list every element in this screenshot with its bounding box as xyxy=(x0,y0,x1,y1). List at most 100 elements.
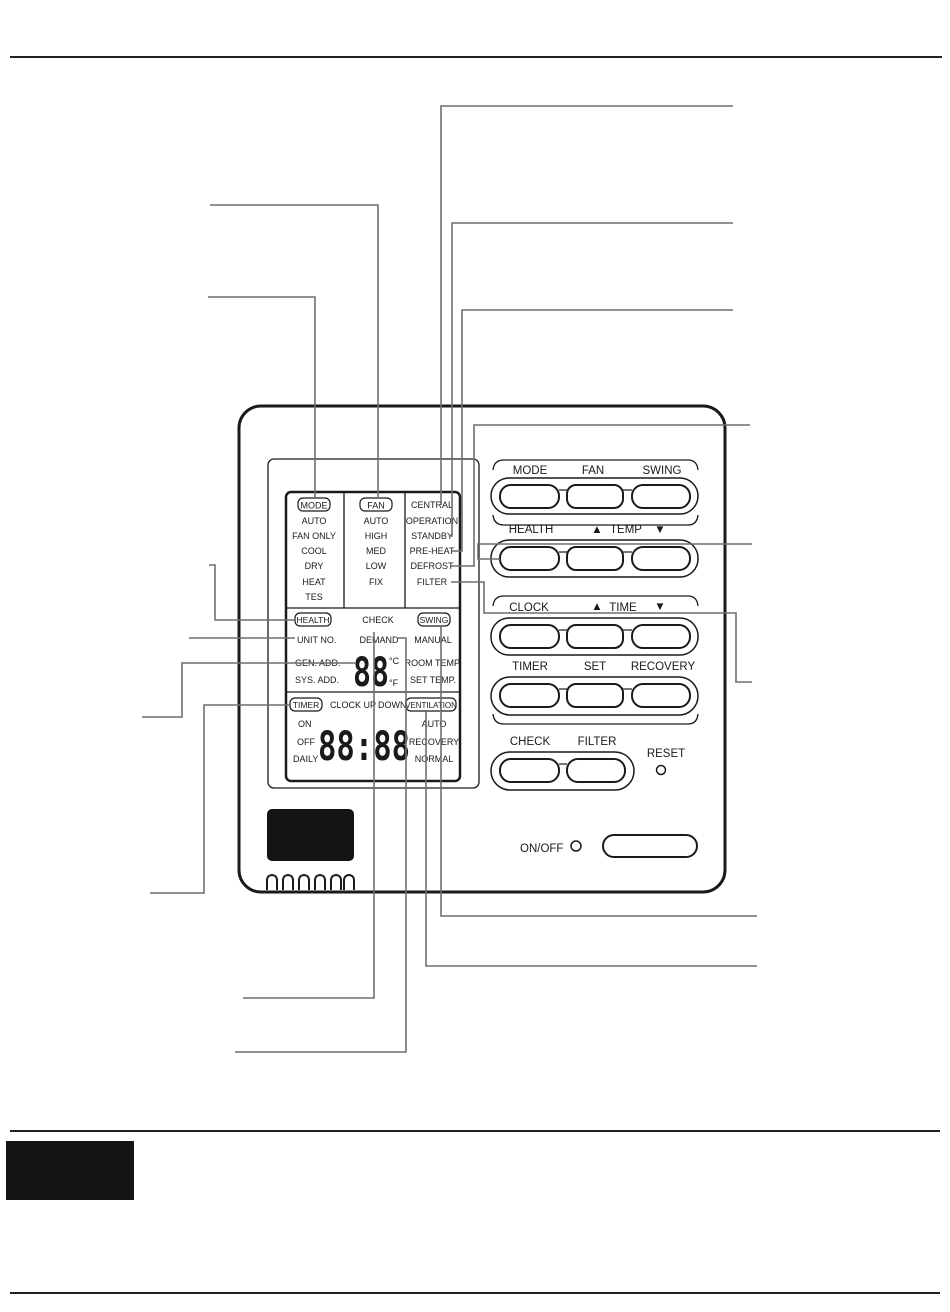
callout-preheat xyxy=(452,309,733,552)
mode-header-box xyxy=(297,497,331,512)
swing-label: SWING xyxy=(420,615,449,625)
celsius-unit: °C xyxy=(389,656,400,666)
mode-cool: COOL xyxy=(301,546,327,556)
time-up-icon: ▲ xyxy=(591,601,602,613)
temp-button-label: TEMP xyxy=(610,524,642,536)
bottom-rule xyxy=(10,1292,940,1294)
callout-lines xyxy=(142,105,757,1053)
callout-ventilation xyxy=(425,711,757,967)
set-button[interactable] xyxy=(566,683,624,708)
health-label: HEALTH xyxy=(297,615,330,625)
fan-header: FAN xyxy=(367,501,385,511)
callout-genadd xyxy=(142,662,355,718)
status-operation: OPERATION xyxy=(406,516,458,526)
fan-header-box xyxy=(359,497,393,512)
top-rule xyxy=(10,56,942,58)
callout-mode xyxy=(208,296,316,497)
onoff-indicator xyxy=(570,840,582,852)
mode-heat: HEAT xyxy=(302,577,326,587)
callout-central xyxy=(440,105,733,505)
health-button[interactable] xyxy=(499,546,560,571)
demand-label: DEMAND xyxy=(359,635,399,645)
filter-button-label: FILTER xyxy=(578,736,617,748)
time-down-button[interactable] xyxy=(631,624,691,649)
callout-fan xyxy=(210,204,379,497)
status-central: CENTRAL xyxy=(411,500,453,510)
callout-timer xyxy=(150,704,290,894)
swing-button[interactable] xyxy=(631,484,691,509)
swing-button-label: SWING xyxy=(643,465,682,477)
room-temp-label: ROOM TEMP. xyxy=(405,658,462,668)
status-filter: FILTER xyxy=(417,577,448,587)
arc-row3-top xyxy=(492,595,699,607)
arc-row1-top xyxy=(492,459,699,471)
vent-auto: AUTO xyxy=(422,719,447,729)
temp-up-icon: ▲ xyxy=(591,524,602,536)
reset-label: RESET xyxy=(647,748,685,760)
fahrenheit-unit: °F xyxy=(389,678,399,688)
manual-label: MANUAL xyxy=(414,635,452,645)
fan-fix: FIX xyxy=(369,577,383,587)
callout-filter xyxy=(451,581,752,683)
set-button-label: SET xyxy=(584,661,606,673)
down-label: DOWN xyxy=(378,700,407,710)
set-temp-label: SET TEMP. xyxy=(410,675,456,685)
callout-clockup xyxy=(243,632,375,999)
recovery-button[interactable] xyxy=(631,683,691,708)
mode-tes: TES xyxy=(305,592,323,602)
temp-digits: 88 xyxy=(353,650,389,696)
callout-standby xyxy=(449,222,733,537)
fan-med: MED xyxy=(366,546,387,556)
fan-low: LOW xyxy=(366,561,387,571)
sys-add-label: SYS. ADD. xyxy=(295,675,339,685)
callout-swing xyxy=(440,626,757,917)
check-button[interactable] xyxy=(499,758,560,783)
ventilation-label: VENTILATION xyxy=(405,701,457,710)
note-label-block xyxy=(6,1141,134,1200)
recovery-button-label: RECOVERY xyxy=(631,661,696,673)
callout-defrost xyxy=(451,424,750,567)
onoff-label: ON/OFF xyxy=(520,843,563,855)
status-pre-heat: PRE-HEAT xyxy=(410,546,455,556)
filter-button[interactable] xyxy=(566,758,626,783)
swing-box xyxy=(417,612,451,627)
mode-dry: DRY xyxy=(305,561,324,571)
mode-button[interactable] xyxy=(499,484,560,509)
time-button-label: TIME xyxy=(609,602,637,614)
mode-auto: AUTO xyxy=(302,516,327,526)
status-defrost: DEFROST xyxy=(410,561,454,571)
fan-button[interactable] xyxy=(566,484,624,509)
clock-button-label: CLOCK xyxy=(509,602,549,614)
temp-up-button[interactable] xyxy=(566,546,624,571)
timer-label: TIMER xyxy=(293,700,319,710)
callout-health xyxy=(209,564,295,621)
timer-off: OFF xyxy=(297,737,315,747)
ir-window xyxy=(267,809,354,861)
check-label: CHECK xyxy=(362,615,394,625)
timer-daily: DAILY xyxy=(293,754,318,764)
callout-down xyxy=(235,637,407,1053)
mode-fan-only: FAN ONLY xyxy=(292,531,336,541)
health-button-label: HEALTH xyxy=(509,524,554,536)
temp-down-button[interactable] xyxy=(631,546,691,571)
timer-button[interactable] xyxy=(499,683,560,708)
mode-header: MODE xyxy=(301,501,328,511)
clock-digits: 88:88 xyxy=(318,724,410,770)
arc-row1-bottom xyxy=(492,514,699,526)
clock-up-label: CLOCK UP xyxy=(330,700,376,710)
unit-no-label: UNIT NO. xyxy=(297,635,336,645)
fan-high: HIGH xyxy=(365,531,388,541)
timer-on: ON xyxy=(298,719,312,729)
check-button-label: CHECK xyxy=(510,736,551,748)
status-standby: STANDBY xyxy=(411,531,453,541)
time-up-button[interactable] xyxy=(566,624,624,649)
lcd-display xyxy=(284,490,462,783)
clock-button[interactable] xyxy=(499,624,560,649)
mode-button-label: MODE xyxy=(513,465,548,477)
onoff-button[interactable] xyxy=(602,834,698,858)
timer-button-label: TIMER xyxy=(512,661,548,673)
temp-down-icon: ▼ xyxy=(654,524,665,536)
note-rule xyxy=(10,1130,940,1132)
reset-button[interactable] xyxy=(655,764,667,776)
